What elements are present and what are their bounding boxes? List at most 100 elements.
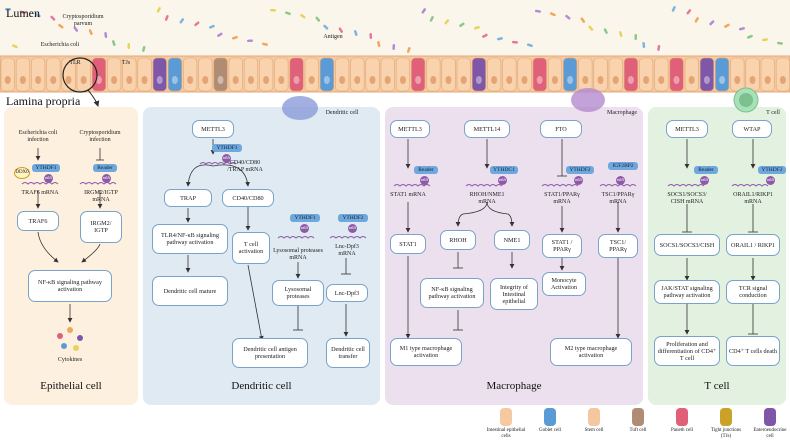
dc-ythdf1b-reader: YTHDF1: [290, 214, 320, 222]
dendritic-title: Dendritic cell: [231, 380, 292, 392]
m6a-badge: m6A: [300, 224, 309, 233]
m6a-badge: m6A: [700, 176, 709, 185]
crypto-infection: Cryptosporidium infection: [79, 130, 121, 143]
traf6-mrna: TRAF6 mRNA: [21, 190, 59, 196]
cell-nucleus: [278, 76, 285, 84]
epithelial-cell: [411, 57, 426, 92]
epithelial-cell: [365, 57, 380, 92]
mrna-strand: [541, 184, 579, 187]
epithelial-cell: [213, 57, 228, 92]
cell-nucleus: [673, 76, 680, 84]
bacterium: [323, 24, 329, 30]
cell-nucleus: [19, 76, 26, 84]
m6a-badge: m6A: [766, 176, 775, 185]
ythdf1-reader: YTHDF1: [32, 164, 60, 172]
cell-nucleus: [521, 76, 528, 84]
epithelial-cell: [547, 57, 563, 92]
socs-mrna: SOCS1/SOCS3/ CISH mRNA: [667, 192, 707, 205]
bacterium: [104, 32, 108, 39]
bacterium: [429, 16, 434, 22]
tsc1-mrna: TSC1/PPARγ mRNA: [601, 192, 635, 205]
m6a-badge: m6A: [420, 176, 429, 185]
reader-badge: Reader: [93, 164, 117, 172]
cell-nucleus: [536, 76, 543, 84]
cell-nucleus: [749, 76, 756, 84]
integrity-box: Integrity of Intestinal epithelial: [490, 278, 538, 310]
mrna-strand: [329, 236, 367, 239]
cell-nucleus: [567, 76, 574, 84]
bacterium: [671, 6, 676, 12]
dc-mettl3-box: METTL3: [192, 120, 234, 138]
cell-nucleus: [293, 76, 300, 84]
epithelial-cell: [775, 57, 790, 92]
epithelial-cell: [715, 57, 730, 92]
irgm2-box: IRGM2/ IGTP: [80, 211, 122, 243]
bacterium: [58, 23, 64, 29]
epithelial-cell: [578, 57, 593, 92]
legend-swatch: [544, 408, 556, 426]
epithelial-cell: [395, 57, 411, 92]
mrna-strand: [667, 184, 705, 187]
cell-nucleus: [263, 76, 270, 84]
bacterium: [511, 40, 518, 44]
rhoh-mrna: RHOH/NME1 mRNA: [469, 192, 505, 205]
orail-box: ORAIL1 / RIKP1: [726, 234, 780, 256]
cytokine-dot: [77, 335, 83, 341]
bacterium: [353, 30, 358, 37]
cell-nucleus: [597, 76, 604, 84]
cell-nucleus: [156, 76, 163, 84]
bacterium: [496, 37, 503, 41]
ecoli-label: Escherichia coli: [40, 42, 80, 48]
legend-swatch: [632, 408, 644, 426]
cell-nucleus: [141, 76, 148, 84]
mac-nfkb-box: NF-κB signaling pathway activation: [420, 278, 484, 308]
epithelial-cell: [274, 57, 289, 92]
epithelial-cell: [639, 57, 654, 92]
bacterium: [19, 10, 26, 14]
cell-nucleus: [308, 76, 315, 84]
cell-nucleus: [126, 76, 133, 84]
epithelial-cell: [502, 57, 517, 92]
socs-box: SOCS1/SOCS3/CISH: [654, 234, 720, 256]
epithelial-cell: [0, 57, 15, 92]
prolif-box: Proliferation and differentiation of CD4…: [654, 336, 720, 366]
traf6-box: TRAF6: [17, 211, 59, 231]
m1-box: M1 type macrophage activation: [390, 338, 462, 366]
orail-mrna: ORAIL1/RIKP1 mRNA: [733, 192, 773, 205]
bacterium: [194, 21, 200, 27]
cell-nucleus: [339, 76, 346, 84]
cell-nucleus: [430, 76, 437, 84]
bacterium: [747, 34, 753, 39]
epithelial-cell: [456, 57, 471, 92]
bacterium: [269, 8, 276, 12]
bacterium: [156, 7, 161, 13]
ddx6-badge: DDX6: [14, 167, 30, 179]
t-cell-nucleus: [739, 93, 753, 107]
dendritic-cell-label: Dendritic cell: [325, 110, 359, 116]
cell-nucleus: [582, 76, 589, 84]
macrophage-blob: [571, 88, 605, 112]
crypto-label: Cryptosporidium parvum: [62, 14, 104, 27]
mac-reader: Reader: [414, 166, 438, 174]
t-wtap-box: WTAP: [732, 120, 772, 138]
bacterium: [474, 25, 480, 30]
cell-nucleus: [369, 76, 376, 84]
bacterium: [261, 42, 268, 46]
bacterium: [300, 13, 306, 19]
nfkb-box: NF-κB signaling pathway activation: [28, 270, 112, 302]
bacterium: [738, 27, 745, 31]
epithelial-cell: [91, 57, 106, 92]
dc-ythdf2-reader: YTHDF2: [338, 214, 368, 222]
epithelial-cell: [122, 57, 137, 92]
dendritic-cell-blob: [282, 96, 318, 120]
bacterium: [776, 41, 783, 45]
bacterium: [127, 43, 131, 50]
m6a-badge: m6A: [616, 176, 625, 185]
irgm-mrna: IRGM2/IGTP mRNA: [84, 190, 118, 203]
epithelial-cell: [426, 57, 441, 92]
m6a-badge: m6A: [102, 174, 111, 183]
mac-mettl14-box: METTL14: [464, 120, 510, 138]
cell-nucleus: [171, 76, 178, 84]
dc-mature-box: Dendritic cell mature: [152, 276, 228, 306]
